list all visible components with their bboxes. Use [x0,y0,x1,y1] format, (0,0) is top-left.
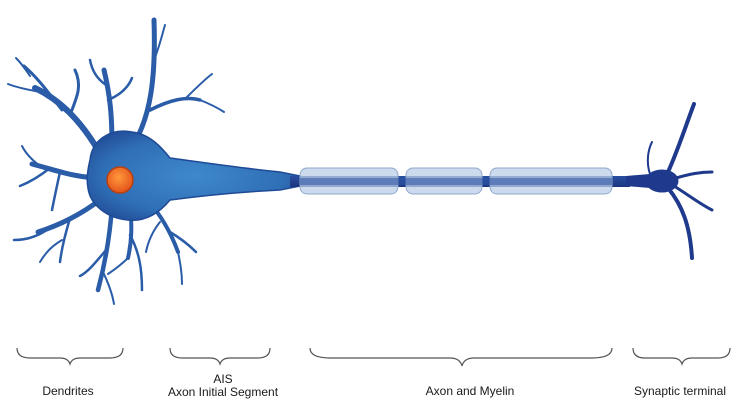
bracket-synaptic [633,348,730,364]
nucleus [107,167,133,193]
bracket-dendrites [17,348,123,364]
label-axon-myelin: Axon and Myelin [390,385,550,398]
synaptic-terminal [626,104,712,258]
label-dendrites: Dendrites [30,385,106,398]
label-ais-full: Axon Initial Segment [148,386,298,399]
label-synaptic-terminal: Synaptic terminal [622,385,738,398]
bracket-ais [170,348,270,364]
bracket-axon [310,348,612,366]
brackets [17,348,730,366]
axon-core [300,178,612,185]
label-ais: AIS Axon Initial Segment [148,373,298,399]
